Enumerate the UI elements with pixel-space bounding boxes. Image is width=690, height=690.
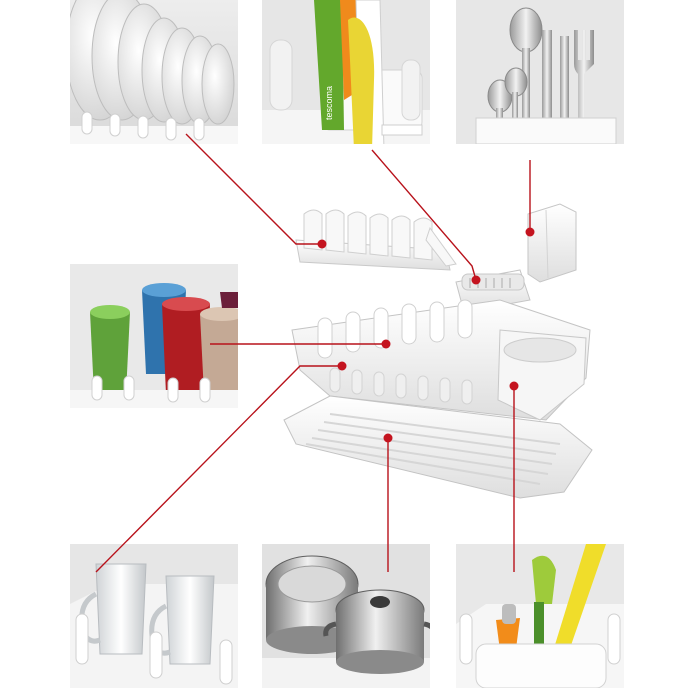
pots-photo-tile [262,544,430,688]
plate-insert-part [295,209,457,271]
knife-handles [314,0,385,144]
plate-stack [70,0,235,125]
drip-tray-part [283,395,593,499]
glass-mugs [79,563,215,665]
cutlery-photo-tile [456,0,624,144]
utensils-photo-tile [456,544,624,688]
steel-pots [265,555,430,674]
knives-photo-tile: tescoma [262,0,430,144]
cutlery-holder-part [527,203,577,283]
knife-brand-text: tescoma [324,86,334,120]
